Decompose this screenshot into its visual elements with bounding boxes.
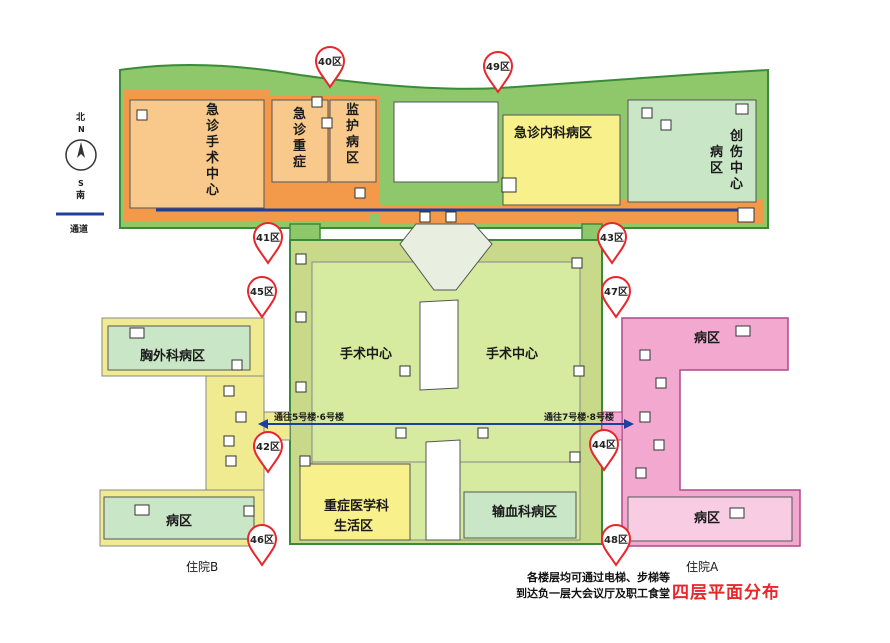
compass-icon: [65, 139, 97, 171]
label-building-b: 住院B: [186, 560, 218, 574]
pin-label: 45区: [250, 286, 274, 298]
footnote: 各楼层均可通过电梯、步梯等 到达负一层大会议厅及职工食堂: [470, 570, 670, 602]
zone-pin: 44区: [588, 429, 620, 472]
room-emergency-surgery: [129, 99, 265, 209]
label-ward-a-top: 病区: [694, 330, 720, 346]
room-atrium-north: [393, 101, 499, 183]
label-emergency-surgery: 急诊手术中心: [205, 102, 220, 198]
pin-label: 47区: [604, 286, 628, 298]
zone-pin: 41区: [252, 222, 284, 265]
room-transfusion: [463, 491, 577, 539]
svg-text:北: 北: [76, 111, 85, 123]
pin-marker-icon: [314, 46, 346, 89]
room-emergency-critical: [271, 99, 329, 183]
pin-label: 41区: [256, 232, 280, 244]
svg-text:N: N: [78, 125, 85, 134]
label-passage-left: 通往5号楼·6号楼: [274, 411, 344, 423]
zone-pin: 43区: [596, 222, 628, 265]
atrium-center-top: [419, 299, 459, 391]
pin-marker-icon: [600, 276, 632, 319]
svg-text:南: 南: [76, 189, 85, 201]
label-surgery-left: 手术中心: [340, 346, 392, 362]
arrow-right-icon: [624, 419, 634, 429]
pin-label: 49区: [486, 61, 510, 73]
pin-marker-icon: [596, 222, 628, 265]
elevator-icons: [129, 96, 755, 519]
zone-pins: 40区 49区 41区 43区 45区 47区 42区 44区 46区 48区: [246, 46, 632, 567]
pin-marker-icon: [252, 431, 284, 474]
pin-label: 43区: [600, 232, 624, 244]
zone-pin: 47区: [600, 276, 632, 319]
svg-text:通道: 通道: [70, 223, 88, 235]
north-wing-orange-mid: [380, 205, 620, 224]
label-monitor-ward: 监护病区: [346, 102, 359, 166]
label-thoracic: 胸外科病区: [140, 348, 205, 364]
wing-a-frame: [621, 317, 801, 547]
room-monitor-ward: [329, 99, 377, 183]
label-trauma-ward: 病区: [710, 144, 723, 176]
map-title: 四层平面分布: [672, 583, 780, 603]
label-ward-a-bottom: 病区: [694, 510, 720, 526]
pin-label: 46区: [250, 534, 274, 546]
zone-pin: 46区: [246, 524, 278, 567]
zone-pin: 45区: [246, 276, 278, 319]
footnote-line-1: 各楼层均可通过电梯、步梯等: [527, 571, 670, 584]
pin-label: 42区: [256, 441, 280, 453]
pin-marker-icon: [246, 276, 278, 319]
room-ward-b: [103, 496, 255, 540]
pin-marker-icon: [588, 429, 620, 472]
stair-hex: [399, 223, 493, 291]
label-building-a: 住院A: [686, 560, 719, 574]
pin-marker-icon: [252, 222, 284, 265]
pin-label: 48区: [604, 534, 628, 546]
arrow-left-icon: [258, 419, 268, 429]
pin-marker-icon: [600, 524, 632, 567]
pin-marker-icon: [246, 524, 278, 567]
label-critical-care-2: 生活区: [334, 518, 373, 534]
pin-label: 40区: [318, 56, 342, 68]
zone-pin: 40区: [314, 46, 346, 89]
label-emergency-critical: 急诊重症: [293, 106, 307, 170]
zone-pin: 48区: [600, 524, 632, 567]
label-surgery-right: 手术中心: [486, 346, 538, 362]
zone-pin: 49区: [482, 51, 514, 94]
svg-text:S: S: [78, 179, 84, 188]
label-passage-right: 通往7号楼·8号楼: [544, 411, 614, 423]
room-emergency-internal: [502, 114, 621, 206]
footnote-line-2: 到达负一层大会议厅及职工食堂: [516, 587, 670, 600]
label-trauma-center: 创伤中心: [729, 128, 743, 192]
pin-marker-icon: [482, 51, 514, 94]
label-ward-b: 病区: [166, 513, 192, 529]
compass: 北 N S 南 通道: [56, 111, 104, 235]
zone-pin: 42区: [252, 431, 284, 474]
label-emergency-internal: 急诊内科病区: [514, 125, 592, 141]
room-critical-care: [299, 463, 411, 541]
label-critical-care: 重症医学科: [324, 498, 389, 514]
label-transfusion: 输血科病区: [492, 504, 557, 520]
room-ward-a-bottom: [627, 496, 793, 542]
pin-label: 44区: [592, 439, 616, 451]
atrium-center-bottom: [425, 439, 461, 541]
